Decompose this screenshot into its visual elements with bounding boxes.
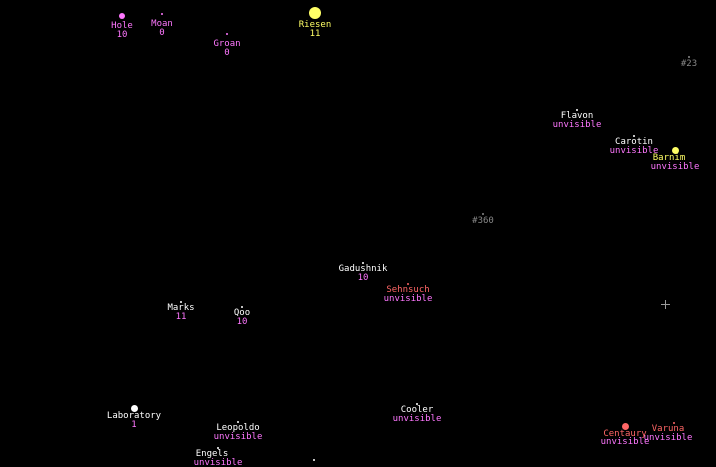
planet-value: unvisible: [213, 432, 263, 442]
planet-name: Qoo: [233, 308, 251, 318]
planet-value: 1: [131, 420, 137, 430]
planet-value: 11: [309, 29, 321, 39]
planet-value: unvisible: [600, 437, 650, 447]
planet-value: unvisible: [392, 414, 442, 424]
planet-name: Sehnsuch: [386, 285, 430, 295]
planet-value: unvisible: [650, 162, 700, 172]
planet-name: #360: [472, 216, 494, 226]
crosshair-icon: [661, 300, 670, 309]
planet-marker: [407, 283, 409, 285]
planet-name: Hole: [111, 21, 133, 31]
planet-name: Laboratory: [106, 411, 162, 421]
planet-name: Moan: [151, 19, 173, 29]
planet-name: Groan: [213, 39, 241, 49]
planet-value: 10: [357, 273, 369, 283]
planet-name: Flavon: [560, 111, 594, 121]
planet-name: Cooler: [400, 405, 434, 415]
planet-name: Barnim: [652, 153, 686, 163]
planet-value: 0: [159, 28, 165, 38]
planet-marker: [633, 135, 635, 137]
planet-value: unvisible: [643, 433, 693, 443]
planet-marker: [119, 13, 125, 19]
planet-value: unvisible: [193, 458, 243, 467]
planet-name: #23: [680, 59, 698, 69]
planet-marker: [226, 33, 228, 35]
star-dot: [313, 459, 315, 461]
planet-name: Varuna: [651, 424, 685, 434]
planet-name: Engels: [195, 449, 229, 459]
planet-marker: [309, 7, 321, 19]
planet-value: unvisible: [383, 294, 433, 304]
planet-value: 10: [116, 30, 128, 40]
planet-name: Carotin: [615, 137, 653, 147]
planet-value: unvisible: [609, 146, 659, 156]
planet-marker: [161, 13, 163, 15]
planet-value: 11: [175, 312, 187, 322]
planet-marker: [416, 403, 418, 405]
planet-name: Marks: [167, 303, 195, 313]
planet-marker: [622, 423, 629, 430]
planet-value: unvisible: [552, 120, 602, 130]
planet-name: Centaury: [603, 429, 647, 439]
planet-marker: [576, 109, 578, 111]
planet-marker: [131, 405, 138, 412]
planet-marker: [673, 422, 675, 424]
planet-marker: [237, 421, 239, 423]
planet-name: Gadushnik: [338, 264, 388, 274]
planet-marker: [217, 447, 219, 449]
planet-value: 0: [224, 48, 230, 58]
planet-marker: [362, 262, 364, 264]
planet-marker: [241, 306, 243, 308]
planet-marker: [672, 147, 679, 154]
planet-marker: [180, 301, 182, 303]
planet-marker: [482, 213, 484, 215]
planet-name: Riesen: [298, 20, 332, 30]
planet-marker: [688, 56, 690, 58]
planet-value: 10: [236, 317, 248, 327]
planet-name: Leopoldo: [216, 423, 260, 433]
